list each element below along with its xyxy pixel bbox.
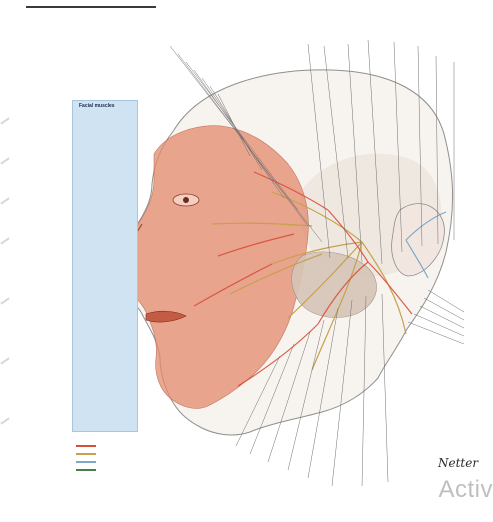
panel-title: Facial muscles	[79, 103, 115, 109]
legend-row-1	[76, 444, 99, 450]
facial-muscles-panel: Facial muscles	[72, 100, 138, 432]
legend-row-3	[76, 460, 99, 466]
legend-row-2	[76, 452, 99, 458]
legend-swatch-3	[76, 461, 96, 463]
iris	[183, 197, 189, 203]
legend-swatch-4	[76, 469, 96, 471]
left-border-marks	[0, 0, 14, 522]
legend-row-4	[76, 468, 99, 474]
anatomy-figure: Facial muscles Netter	[62, 14, 472, 494]
legend	[76, 444, 186, 484]
legend-swatch-1	[76, 445, 96, 447]
illustrator-signature: Netter	[438, 456, 478, 470]
activation-watermark: Activ	[438, 476, 493, 504]
legend-swatch-2	[76, 453, 96, 455]
top-rule	[26, 6, 156, 8]
